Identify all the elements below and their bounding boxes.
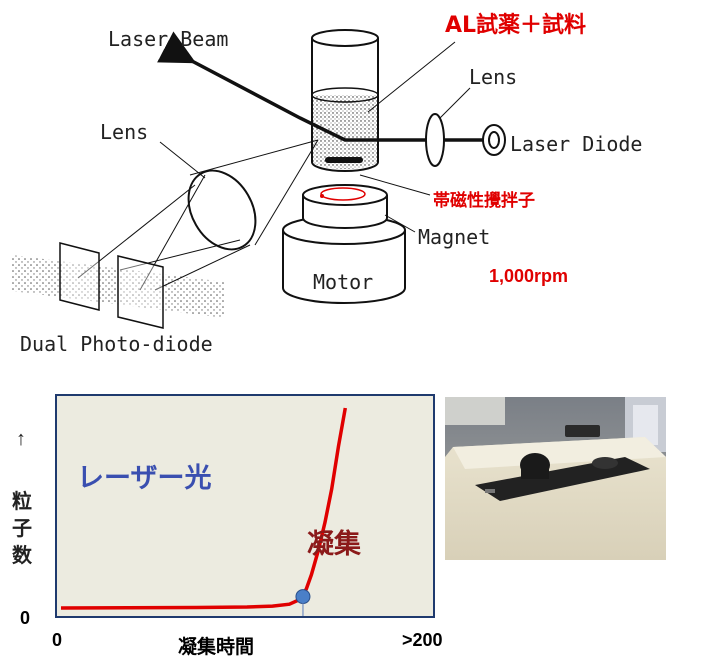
leader-lines (159, 41, 471, 233)
lens-right-label: Lens (469, 65, 518, 89)
aggregation-onset-marker (295, 589, 311, 605)
aggregometer-diagram (12, 29, 506, 329)
x-tick-start: 0 (52, 630, 63, 650)
laser-diode-label: Laser Diode (510, 132, 643, 156)
laser-beam-label: Laser Beam (108, 27, 229, 51)
laser-beam-path (157, 31, 490, 142)
chart-area: レーザー光 凝集 (55, 394, 435, 618)
laser-diode-icon (482, 124, 506, 156)
lens-left-icon (187, 169, 257, 251)
y-axis-label: 粒 子 数 (12, 488, 32, 569)
photodiode-label: Dual Photo-diode (20, 332, 213, 356)
y-tick-zero: 0 (20, 608, 31, 628)
lens-left-label: Lens (100, 120, 149, 144)
y-arrow-icon: ↑ (16, 428, 26, 450)
y-label-char-1: 粒 (12, 489, 32, 513)
reagent-label: AL試薬＋試料 (445, 13, 587, 38)
aggregation-curve (60, 407, 348, 610)
x-tick-end: >200 (402, 630, 443, 650)
stir-rotation-icon (320, 187, 366, 201)
instrument-photo (445, 397, 666, 560)
dual-photodiode-icon (59, 242, 164, 329)
y-label-char-3: 数 (12, 543, 32, 567)
magnet-block (302, 184, 388, 229)
cuvette (311, 29, 379, 172)
light-rays (77, 139, 319, 291)
lens-right-icon (425, 113, 445, 167)
stir-bar-label: 帯磁性攪拌子 (433, 191, 535, 211)
x-axis-label: 凝集時間 (178, 636, 255, 658)
motor-label: Motor (313, 270, 374, 294)
aggregation-label: 凝集 (307, 529, 361, 560)
rpm-label: 1,000rpm (489, 266, 569, 286)
laser-light-label: レーザー光 (77, 463, 212, 494)
y-label-char-2: 子 (12, 516, 32, 540)
magnet-label: Magnet (418, 225, 491, 249)
stir-bar-icon (325, 157, 363, 163)
